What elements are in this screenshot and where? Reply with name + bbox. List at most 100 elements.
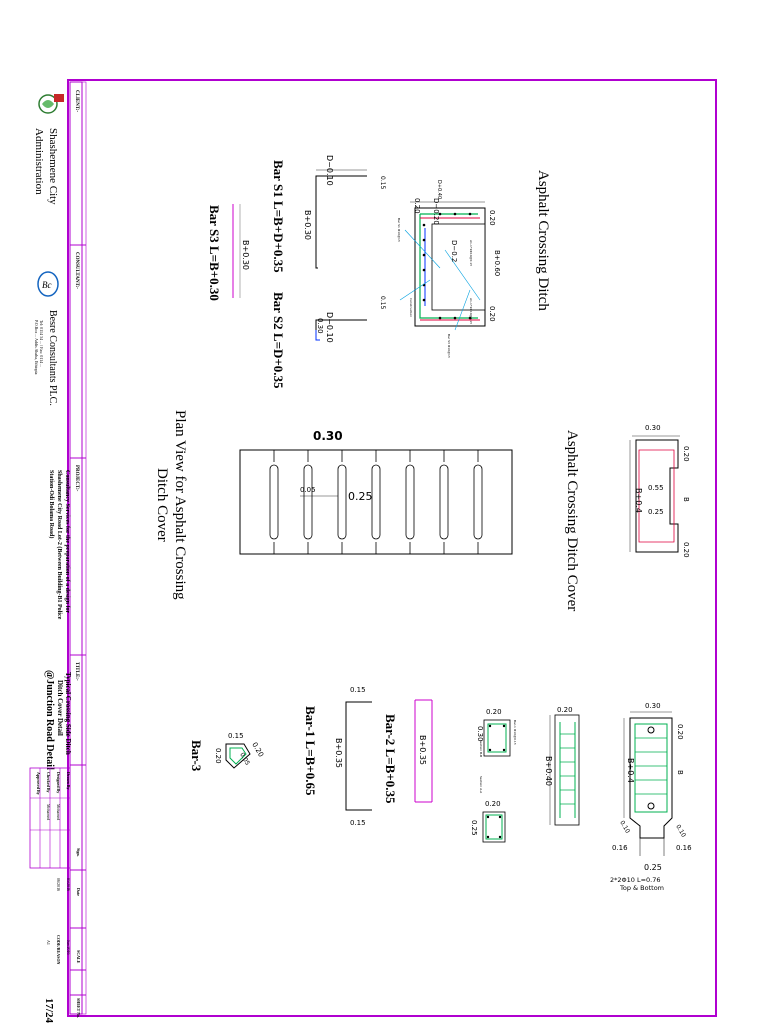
- consultant-logo-icon: Bc: [37, 271, 59, 297]
- cover-detail: [623, 711, 673, 856]
- dim-d010-s2: D−0.10: [325, 312, 334, 343]
- bar-s1-shape: [315, 169, 367, 269]
- plan-title-2: Ditch Cover: [154, 468, 170, 542]
- client-label: CLIENT:-: [74, 90, 79, 112]
- date-value-2: 06/2016: [56, 878, 61, 891]
- svg-text:Bar S3 Φ10@15: Bar S3 Φ10@15: [447, 334, 451, 358]
- bar1-label: Bar-1 L=B+0.65: [303, 706, 318, 796]
- dim-b030-s3: B+0.30: [241, 240, 250, 270]
- detail-dim-010a: 0.10: [618, 820, 631, 835]
- title-label: TITLE:-: [74, 662, 79, 681]
- dim-020-ditch-c: 0.20: [488, 306, 496, 322]
- bar-s2-shape: [315, 319, 367, 341]
- bar-s3-shape: [232, 204, 241, 298]
- bar1-dim-015b: 0.15: [350, 819, 366, 827]
- title-line-2: Ditch Cover Detail: [56, 680, 64, 736]
- bar-s2-label: Bar S2 L=D+0.35: [271, 292, 286, 389]
- dim-020-cover-a: 0.20: [682, 446, 690, 462]
- detail-dim-025: 0.25: [644, 863, 662, 872]
- sign-row-4: Approved By: [36, 772, 41, 795]
- sec-dim-030: 0.30: [476, 726, 484, 742]
- plan-dim-005: 0.05: [300, 486, 316, 494]
- sec-dim-020c: 0.20: [557, 706, 573, 714]
- bar-1-shape: [345, 701, 372, 811]
- plan-dim-030: 0.30: [313, 429, 343, 443]
- section-long: [549, 714, 580, 826]
- dim-d040-ditch: D+0.40: [436, 180, 442, 199]
- dim-055-cover: 0.55: [648, 484, 664, 492]
- title-line-3: @Junction Road Detail: [44, 670, 55, 770]
- sign-name-2: Mohamed: [56, 804, 61, 820]
- dim-020-cover-b: 0.20: [682, 542, 690, 558]
- dim-030-s2: 0.30: [316, 318, 324, 334]
- ditch-title: Asphalt Crossing Ditch: [535, 170, 551, 311]
- scale-value: Jun 2016: [66, 940, 71, 955]
- sign-name-3: Mohamed: [46, 804, 51, 820]
- dim-d010-s1: D−0.10: [325, 155, 334, 186]
- cover-section: [629, 435, 680, 553]
- bar2-dim-b035: B+0.35: [418, 735, 427, 765]
- detail-dim-016a: 0.16: [612, 844, 628, 852]
- consultant-address-2: P.O.Box ... Addis Ababa, Ethiopia: [33, 320, 39, 375]
- bar-s1-label: Bar S1 L=B+D+0.35: [271, 160, 286, 273]
- svg-text:A1-1*2Φ10@0.15: A1-1*2Φ10@0.15: [469, 240, 473, 266]
- sign-header: Sign.: [76, 848, 81, 857]
- sec-dim-020b: 0.20: [485, 800, 501, 808]
- sec-dim-025: 0.25: [470, 820, 478, 836]
- plan-title-1: Plan View for Asphalt Crossing: [172, 410, 188, 600]
- bar3-dim-020b: 0.20: [250, 741, 265, 759]
- sec-dim-b040: B+0.40: [544, 756, 553, 786]
- dim-015-s1: 0.15: [379, 176, 386, 190]
- bar2-label: Bar-2 L=B+0.35: [383, 714, 398, 804]
- title-line-1: Typical Crossing Side Ditch: [64, 672, 72, 755]
- dim-d02-ditch: D−0.2: [450, 240, 458, 262]
- section-b: Section A-A: [479, 776, 506, 843]
- date-value-1: 05/2016: [66, 878, 71, 891]
- plan-dim-025: 0.25: [348, 490, 373, 503]
- dim-015-s2: 0.15: [379, 296, 386, 310]
- svg-text:Bar S1 Φ10@15: Bar S1 Φ10@15: [397, 218, 401, 242]
- dim-030-cover: 0.30: [645, 424, 661, 432]
- detail-dim-020: 0.20: [676, 724, 684, 740]
- client-name-line2: Administration: [33, 128, 45, 195]
- bar-2-shape: [414, 699, 433, 803]
- signature-grid: [29, 767, 71, 869]
- svg-text:Construction: Construction: [409, 298, 413, 317]
- consultant-name: Besre Consultants PLC.: [47, 310, 58, 406]
- dim-b04-cover: B+0.4: [634, 488, 643, 513]
- detail-dim-b04: B+0.4: [626, 758, 635, 783]
- bar3-dim-020a: 0.20: [214, 748, 222, 764]
- ditch-section: Bar S1 Φ10@15 A1-1*2Φ10@0.15 A1-1*2Φ10@0…: [397, 201, 486, 358]
- detail-note-2: Top & Bottom: [619, 884, 664, 892]
- dim-d020-ditch: D−0.20: [432, 198, 440, 225]
- scale-header: SCALE: [76, 950, 81, 964]
- section-a: Section B-B Bar-1 Φ10@0.15: [479, 719, 517, 757]
- scale-label-2: CODE/REASON: [56, 935, 61, 964]
- sign-row-2: Designed By: [56, 772, 61, 793]
- detail-dim-016b: 0.16: [676, 844, 692, 852]
- svg-text:Bc: Bc: [42, 280, 52, 290]
- sheet-border: [67, 79, 717, 1017]
- dim-025-cover: 0.25: [648, 508, 664, 516]
- sheet-number: 17/24: [43, 998, 55, 1024]
- svg-text:A1-1*2Φ10@0.15: A1-1*2Φ10@0.15: [469, 298, 473, 324]
- title-block: [69, 81, 87, 1015]
- svg-text:Section A-A: Section A-A: [479, 776, 483, 794]
- dim-b060-ditch: B+0.60: [493, 250, 501, 276]
- svg-text:Section B-B: Section B-B: [479, 740, 483, 757]
- dim-020-ditch-b: 0.20: [488, 210, 496, 226]
- sign-row-1: Drawn By: [66, 772, 71, 789]
- bar-s3-label: Bar S3 L=B+0.30: [207, 205, 222, 301]
- consultant-label: CONSULTANT:-: [74, 252, 79, 289]
- date-header: Date: [76, 888, 81, 896]
- project-line-2: Shashemene City Road Lot-2 (Between Buil…: [56, 470, 63, 620]
- scale-value-2: A1: [46, 940, 51, 945]
- client-name-line1: Shashemene City: [47, 128, 59, 205]
- cover-title: Asphalt Crossing Ditch Cover: [564, 430, 580, 611]
- detail-dim-010b: 0.10: [674, 824, 687, 839]
- svg-text:Bar-1 Φ10@0.15: Bar-1 Φ10@0.15: [513, 720, 517, 745]
- dim-b-cover: B: [682, 497, 690, 502]
- project-line-1: Consultancy Services for the preparation…: [64, 470, 70, 613]
- sign-row-3: Checked By: [46, 772, 51, 793]
